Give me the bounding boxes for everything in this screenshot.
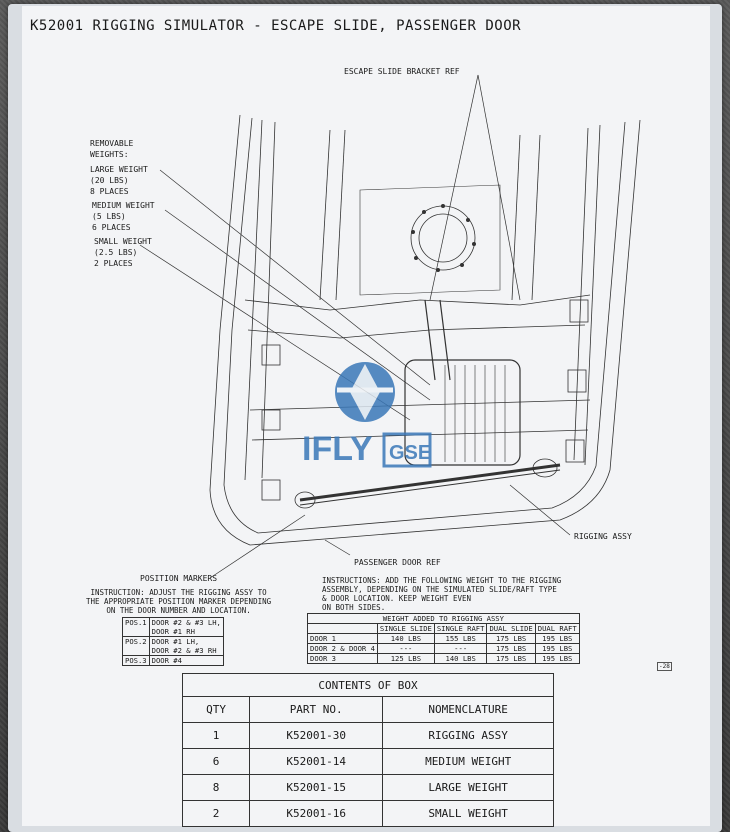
position-doors: DOOR #2 & #3 LH, DOOR #1 RH — [148, 617, 224, 637]
table-cell: 8 — [183, 774, 251, 801]
column-header: DUAL RAFT — [534, 623, 580, 634]
table-row: DOOR 3 125 LBS 140 LBS 175 LBS 195 LBS — [307, 653, 580, 664]
table-cell: K52001-15 — [249, 774, 384, 801]
table-cell: SMALL WEIGHT — [382, 800, 553, 826]
table-cell: 1 — [183, 722, 251, 749]
column-header: QTY — [183, 697, 251, 723]
drawing-number: -28 — [657, 662, 672, 671]
table-cell: DOOR 1 — [307, 633, 378, 644]
table-row: 2 K52001-16 SMALL WEIGHT — [183, 800, 553, 826]
table-cell: 155 LBS — [433, 633, 488, 644]
table-row: 1 K52001-30 RIGGING ASSY — [183, 722, 553, 749]
table-row: POS.3 DOOR #4 — [122, 655, 224, 666]
table-row: DOOR 2 & DOOR 4 --- --- 175 LBS 195 LBS — [307, 643, 580, 654]
table-cell: LARGE WEIGHT — [382, 774, 553, 801]
position-label: POS.2 — [122, 636, 150, 656]
contents-of-box: CONTENTS OF BOX QTY PART NO. NOMENCLATUR… — [182, 673, 554, 827]
column-header — [307, 623, 378, 634]
table-row: 8 K52001-15 LARGE WEIGHT — [183, 774, 553, 801]
callout-removable-weights: REMOVABLE WEIGHTS: — [90, 139, 134, 159]
position-label: POS.3 — [122, 655, 150, 666]
contents-table: QTY PART NO. NOMENCLATURE 1 K52001-30 RI… — [183, 697, 553, 826]
svg-text:IFLY: IFLY — [302, 430, 373, 468]
table-cell: 195 LBS — [534, 643, 580, 654]
table-cell: 2 — [183, 800, 251, 826]
contents-title: CONTENTS OF BOX — [183, 674, 553, 697]
table-cell: 140 LBS — [433, 653, 488, 664]
weight-table-title: WEIGHT ADDED TO RIGGING ASSY — [307, 613, 580, 624]
table-row: POS.2 DOOR #1 LH, DOOR #2 & #3 RH — [122, 636, 224, 656]
table-header-row: QTY PART NO. NOMENCLATURE — [183, 697, 553, 723]
table-row: DOOR 1 140 LBS 155 LBS 175 LBS 195 LBS — [307, 633, 580, 644]
table-cell: 125 LBS — [376, 653, 435, 664]
callout-rigging-assy: RIGGING ASSY — [574, 532, 632, 541]
table-cell: 195 LBS — [534, 653, 580, 664]
table-cell: --- — [433, 643, 488, 654]
table-cell: K52001-30 — [249, 722, 384, 749]
table-cell: K52001-14 — [249, 748, 384, 775]
callout-passenger-door-ref: PASSENGER DOOR REF — [354, 558, 441, 567]
table-cell: 175 LBS — [486, 633, 536, 644]
callout-medium-weight: MEDIUM WEIGHT (5 LBS) 6 PLACES — [92, 201, 155, 232]
callout-position-markers: POSITION MARKERS — [140, 574, 218, 583]
table-cell: 175 LBS — [486, 653, 536, 664]
table-cell: 175 LBS — [486, 643, 536, 654]
position-label: POS.1 — [122, 617, 150, 637]
callout-bracket-ref: ESCAPE SLIDE BRACKET REF — [344, 67, 460, 76]
table-row: 6 K52001-14 MEDIUM WEIGHT — [183, 748, 553, 775]
table-cell: DOOR 2 & DOOR 4 — [307, 643, 378, 654]
column-header: PART NO. — [249, 697, 384, 723]
table-cell: 6 — [183, 748, 251, 775]
column-header: DUAL SLIDE — [486, 623, 536, 634]
table-row: WEIGHT ADDED TO RIGGING ASSY — [307, 613, 580, 624]
table-cell: DOOR 3 — [307, 653, 378, 664]
position-doors: DOOR #4 — [148, 655, 224, 666]
table-cell: RIGGING ASSY — [382, 722, 553, 749]
table-cell: K52001-16 — [249, 800, 384, 826]
document-title: K52001 RIGGING SIMULATOR - ESCAPE SLIDE,… — [30, 18, 522, 34]
table-cell: 195 LBS — [534, 633, 580, 644]
svg-text:GSE: GSE — [389, 442, 431, 464]
ifly-gse-logo: IFLY GSE — [302, 362, 432, 468]
instruction-weight: INSTRUCTIONS: ADD THE FOLLOWING WEIGHT T… — [322, 576, 562, 612]
table-cell: MEDIUM WEIGHT — [382, 748, 553, 775]
position-doors: DOOR #1 LH, DOOR #2 & #3 RH — [148, 636, 224, 656]
instruction-position: INSTRUCTION: ADJUST THE RIGGING ASSY TO … — [86, 588, 272, 615]
table-header-row: SINGLE SLIDE SINGLE RAFT DUAL SLIDE DUAL… — [307, 623, 580, 634]
callout-small-weight: SMALL WEIGHT (2.5 LBS) 2 PLACES — [94, 237, 152, 268]
callout-large-weight: LARGE WEIGHT (20 LBS) 8 PLACES — [90, 165, 148, 196]
table-row: POS.1 DOOR #2 & #3 LH, DOOR #1 RH — [122, 617, 224, 637]
position-table: POS.1 DOOR #2 & #3 LH, DOOR #1 RH POS.2 … — [122, 617, 224, 666]
weight-table: WEIGHT ADDED TO RIGGING ASSY SINGLE SLID… — [307, 613, 580, 664]
column-header: SINGLE RAFT — [433, 623, 488, 634]
column-header: NOMENCLATURE — [382, 697, 553, 723]
table-cell: 140 LBS — [376, 633, 435, 644]
column-header: SINGLE SLIDE — [376, 623, 435, 634]
table-cell: --- — [376, 643, 435, 654]
